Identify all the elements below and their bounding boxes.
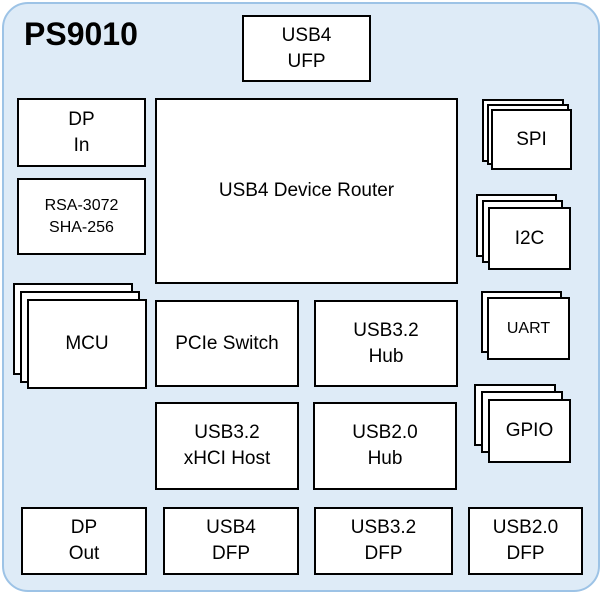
usb4-dfp-block: USB4 DFP	[163, 507, 299, 575]
i2c-label: I2C	[514, 227, 545, 249]
gpio-label: GPIO	[505, 420, 554, 441]
usb32-hub-label-2: Hub	[368, 345, 404, 367]
uart-block: UART	[487, 297, 570, 360]
dp-in-block: DP In	[17, 98, 146, 167]
dp-in-label-1: DP	[68, 108, 95, 130]
usb32-hub-label-1: USB3.2	[353, 319, 419, 341]
usb32-hub-block: USB3.2 Hub	[314, 300, 458, 387]
mcu-block: MCU	[27, 299, 147, 389]
usb20-hub-label-2: Hub	[367, 448, 403, 469]
usb20-dfp-label-1: USB2.0	[492, 517, 559, 538]
dp-in-label-2: In	[73, 134, 90, 156]
usb20-hub-block: USB2.0 Hub	[313, 402, 457, 490]
usb32-dfp-block: USB3.2 DFP	[314, 507, 453, 575]
usb20-dfp-label-2: DFP	[506, 543, 545, 564]
usb4-ufp-label-2: UFP	[287, 50, 326, 72]
usb4-dfp-label-1: USB4	[206, 517, 256, 538]
dp-out-label-2: Out	[68, 543, 100, 564]
rsa-sha-crypto-block: RSA-3072 SHA-256	[17, 178, 146, 255]
chip-title: PS9010	[24, 16, 138, 52]
spi-block: SPI	[491, 109, 572, 170]
i2c-block: I2C	[488, 207, 571, 270]
sha-label: SHA-256	[49, 218, 114, 236]
usb20-dfp-block: USB2.0 DFP	[468, 507, 583, 575]
mcu-label: MCU	[65, 333, 109, 354]
usb4-dfp-label-2: DFP	[212, 543, 250, 564]
xhci-host-label-2: xHCI Host	[183, 448, 271, 469]
spi-label: SPI	[516, 128, 547, 150]
xhci-host-label-1: USB3.2	[194, 422, 260, 443]
rsa-label: RSA-3072	[44, 196, 119, 214]
dp-out-block: DP Out	[21, 507, 147, 575]
usb32-dfp-label-1: USB3.2	[350, 517, 417, 538]
device-router-label: USB4 Device Router	[218, 180, 395, 201]
usb32-xhci-host-block: USB3.2 xHCI Host	[155, 402, 299, 490]
usb32-dfp-label-2: DFP	[364, 543, 403, 564]
pcie-switch-label: PCIe Switch	[175, 332, 279, 354]
gpio-block: GPIO	[488, 399, 571, 463]
usb4-ufp-label-1: USB4	[281, 24, 332, 46]
usb4-device-router-block: USB4 Device Router	[155, 98, 458, 284]
pcie-switch-block: PCIe Switch	[155, 300, 299, 387]
usb20-hub-label-1: USB2.0	[352, 422, 418, 443]
dp-out-label-1: DP	[70, 517, 98, 538]
uart-label: UART	[506, 319, 551, 337]
usb4-ufp-block: USB4 UFP	[242, 15, 371, 82]
